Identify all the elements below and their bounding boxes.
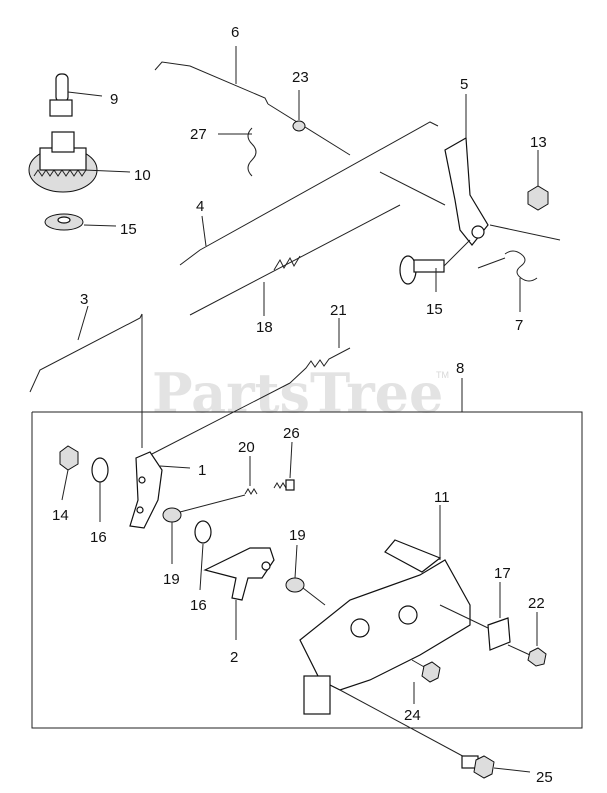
callout-25: 25: [536, 769, 553, 786]
callout-6: 6: [231, 24, 239, 41]
callout-11: 11: [434, 489, 450, 506]
callout-23: 23: [292, 69, 309, 86]
part-choke-rod[interactable]: [29, 305, 143, 448]
part-washer-16a[interactable]: [91, 457, 109, 522]
part-lever-plate[interactable]: [203, 547, 275, 640]
callout-2: 2: [230, 649, 238, 666]
callout-15-mid: 15: [426, 301, 443, 318]
callout-16-mid: 16: [190, 597, 207, 614]
part-throttle-rod[interactable]: [154, 46, 351, 156]
callout-3: 3: [80, 291, 88, 308]
callout-10: 10: [134, 167, 151, 184]
callout-14: 14: [52, 507, 69, 524]
part-spring-7[interactable]: [477, 250, 538, 312]
part-control-bracket[interactable]: [299, 505, 471, 715]
callout-13: 13: [530, 134, 547, 151]
watermark-trademark: TM: [436, 370, 449, 380]
part-bolt-15[interactable]: [399, 239, 471, 292]
callouts: 9 10 15 6 23 27 5 13 4 15 7 18 3 21 8 1 …: [52, 24, 553, 786]
part-spring-rod[interactable]: [189, 204, 401, 316]
part-control-lever[interactable]: [129, 451, 191, 529]
callout-17: 17: [494, 565, 511, 582]
part-washer-top[interactable]: [44, 213, 117, 231]
part-spring-21[interactable]: [149, 318, 351, 456]
part-screw-22[interactable]: [507, 612, 547, 667]
part-washer-19a[interactable]: [162, 494, 246, 564]
callout-24: 24: [404, 707, 421, 724]
callout-1: 1: [198, 462, 206, 479]
part-washer-19b[interactable]: [285, 544, 326, 606]
part-wavy-wire[interactable]: [218, 127, 257, 177]
callout-21: 21: [330, 302, 347, 319]
callout-18: 18: [256, 319, 273, 336]
watermark-text: PartsTree: [152, 361, 443, 425]
part-spring-20[interactable]: [244, 456, 258, 495]
callout-5: 5: [460, 76, 468, 93]
callout-4: 4: [196, 198, 204, 215]
part-governor-gear[interactable]: [28, 131, 131, 193]
part-nut-14[interactable]: [59, 445, 79, 501]
part-clip-17[interactable]: [439, 582, 511, 651]
callout-19-left: 19: [163, 571, 180, 588]
callout-15-top: 15: [120, 221, 137, 238]
part-governor-pin[interactable]: [49, 73, 103, 117]
callout-7: 7: [515, 317, 523, 334]
callout-22: 22: [528, 595, 545, 612]
part-governor-rod[interactable]: [179, 121, 439, 266]
callout-26: 26: [283, 425, 300, 442]
part-screw-26[interactable]: [273, 441, 295, 491]
part-washer-16b[interactable]: [194, 520, 212, 591]
part-nut-13[interactable]: [527, 150, 549, 211]
callout-9: 9: [110, 91, 118, 108]
part-throttle-bracket[interactable]: [379, 94, 561, 246]
callout-27: 27: [190, 126, 207, 143]
callout-20: 20: [238, 439, 255, 456]
part-bolt-25[interactable]: [339, 689, 531, 779]
callout-8: 8: [456, 360, 464, 377]
part-small-washer[interactable]: [292, 90, 306, 132]
callout-16-left: 16: [90, 529, 107, 546]
assembly-box: [31, 378, 583, 729]
callout-19-mid: 19: [289, 527, 306, 544]
part-bolt-24[interactable]: [411, 659, 441, 704]
